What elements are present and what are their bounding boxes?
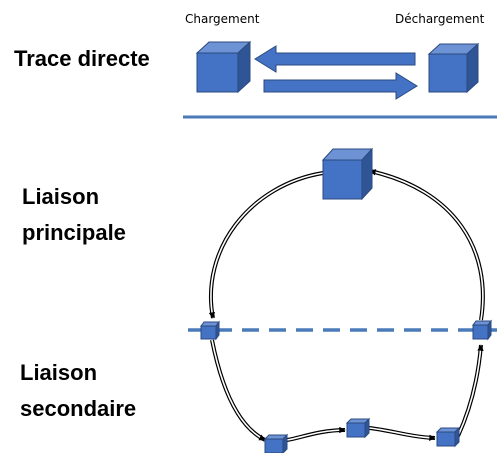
chain-cube-1-icon	[263, 433, 289, 453]
right-node-cube-icon	[472, 319, 492, 341]
secondary-link-chain	[210, 339, 484, 442]
loading-label: Chargement	[185, 12, 260, 26]
left-node-cube-icon	[200, 320, 220, 341]
main-link-loop	[208, 169, 485, 321]
loading-cube-icon	[195, 40, 252, 94]
main-link-label-line1: Liaison	[22, 184, 100, 209]
return-arrow	[254, 45, 416, 73]
secondary-link-label-line1: Liaison	[20, 360, 98, 385]
direct-route-label: Trace directe	[14, 46, 150, 71]
unloading-label: Déchargement	[395, 12, 485, 26]
outbound-arrow	[263, 72, 418, 100]
chain-cube-3-icon	[435, 426, 461, 448]
direct-route-section	[183, 40, 497, 119]
secondary-link-label-line2: secondaire	[20, 396, 137, 421]
main-link-label-line2: principale	[22, 220, 126, 245]
main-hub-cube-icon	[321, 147, 374, 201]
chain-cube-2-icon	[345, 417, 371, 439]
unloading-cube-icon	[427, 42, 480, 94]
